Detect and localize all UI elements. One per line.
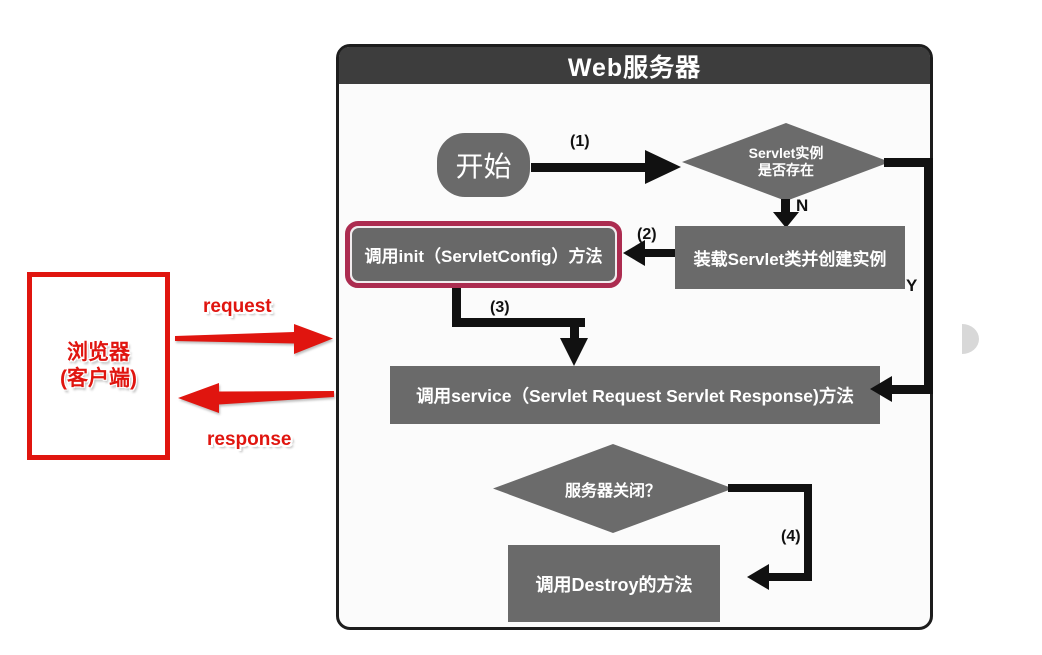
edge-4-line [728,484,812,492]
response-label: response [207,429,292,450]
browser-label-line2: (客户端) [60,367,137,390]
destroy-method-box: 调用Destroy的方法 [508,545,720,622]
start-node: 开始 [437,133,530,197]
page-curl-decoration-icon [962,324,979,354]
service-method-box: 调用service（Servlet Request Servlet Respon… [390,366,880,424]
edge-yes-label: Y [906,276,918,295]
web-server-header: Web服务器 [339,47,930,84]
edge-yes-line [884,158,933,167]
edge-2-arrowhead-icon [623,240,645,266]
edge-no-arrowhead-icon [773,212,799,228]
browser-client-box: 浏览器 (客户端) [27,272,170,460]
web-server-container: Web服务器 [336,44,933,630]
edge-3-label: (3) [490,299,510,316]
edge-yes-line [924,158,933,394]
edge-yes-arrowhead-icon [870,376,892,402]
edge-no-line [781,199,790,214]
request-arrow-icon [175,324,333,354]
web-server-title: Web服务器 [567,53,702,82]
edge-4-arrowhead-icon [747,564,769,590]
edge-4-line [804,484,812,581]
edge-2-label: (2) [637,226,657,243]
edge-3-line [452,288,461,327]
edge-yes-line [892,385,933,394]
edge-3-line [570,318,579,342]
instance-exists-line1: Servlet实例 [748,145,824,162]
init-method-label: 调用init（ServletConfig）方法 [352,228,615,281]
browser-label-line1: 浏览器 [67,340,130,364]
init-method-box: 调用init（ServletConfig）方法 [345,221,622,288]
edge-2-line [645,249,675,257]
load-servlet-box: 装载Servlet类并创建实例 [675,226,905,289]
edge-1-line [531,163,645,172]
edge-1-arrowhead-icon [645,150,681,184]
edge-no-label: N [796,196,809,215]
edge-4-line [769,573,812,581]
response-arrow-icon [178,383,334,413]
edge-3-arrowhead-icon [560,338,588,366]
request-label: request [203,296,272,317]
edge-4-label: (4) [781,528,801,545]
edge-3-line [452,318,585,327]
instance-exists-line2: 是否存在 [758,162,814,178]
edge-1-label: (1) [570,133,590,150]
shutdown-decision-label: 服务器关闭？ [564,482,661,500]
request-response-arrows [175,324,334,413]
